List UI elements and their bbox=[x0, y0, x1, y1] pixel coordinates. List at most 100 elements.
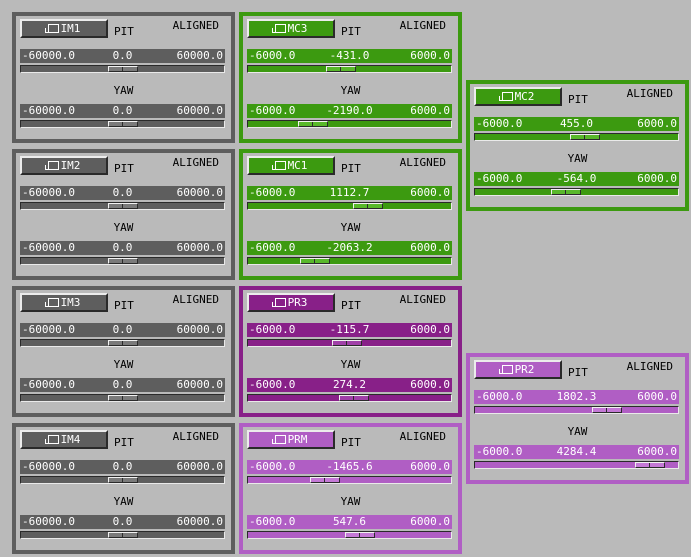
yaw-label: YAW bbox=[113, 221, 134, 234]
yaw-label: YAW bbox=[340, 84, 361, 97]
status-label: ALIGNED bbox=[399, 156, 446, 169]
optic-button[interactable]: IM1 bbox=[20, 19, 108, 38]
pitch-slider[interactable] bbox=[247, 65, 452, 73]
pitch-value: 1802.3 bbox=[556, 390, 597, 403]
optic-name: PR3 bbox=[287, 296, 308, 309]
yaw-value: -2063.2 bbox=[326, 241, 373, 254]
yaw-value: 274.2 bbox=[332, 378, 367, 391]
optic-button[interactable]: MC1 bbox=[247, 156, 335, 175]
pitch-slider[interactable] bbox=[20, 476, 225, 484]
yaw-label: YAW bbox=[113, 495, 134, 508]
pitch-value: 455.0 bbox=[559, 117, 594, 130]
optic-button[interactable]: PR3 bbox=[247, 293, 335, 312]
pitch-slider-thumb[interactable] bbox=[108, 203, 138, 209]
optic-name: PRM bbox=[287, 433, 308, 446]
yaw-label: YAW bbox=[567, 152, 588, 165]
window-icon bbox=[44, 161, 59, 170]
yaw-slider-thumb[interactable] bbox=[108, 258, 138, 264]
pitch-min: -6000.0 bbox=[249, 460, 296, 473]
yaw-readout: -60000.0 0.0 60000.0 bbox=[20, 104, 225, 118]
status-label: ALIGNED bbox=[172, 19, 219, 32]
pitch-max: 60000.0 bbox=[176, 186, 223, 199]
yaw-slider-thumb[interactable] bbox=[298, 121, 328, 127]
pitch-slider[interactable] bbox=[20, 65, 225, 73]
pitch-slider[interactable] bbox=[247, 476, 452, 484]
optic-button[interactable]: IM3 bbox=[20, 293, 108, 312]
optic-button[interactable]: PRM bbox=[247, 430, 335, 449]
pitch-slider-thumb[interactable] bbox=[310, 477, 340, 483]
optic-panel-im2: IM2 PIT ALIGNED -60000.0 0.0 60000.0 YAW… bbox=[12, 149, 235, 280]
pitch-label: PIT bbox=[341, 25, 361, 38]
pitch-max: 6000.0 bbox=[410, 460, 450, 473]
pitch-value: -1465.6 bbox=[326, 460, 373, 473]
yaw-slider[interactable] bbox=[20, 394, 225, 402]
status-label: ALIGNED bbox=[172, 430, 219, 443]
yaw-slider-thumb[interactable] bbox=[635, 462, 665, 468]
pitch-value: -115.7 bbox=[329, 323, 370, 336]
pitch-label: PIT bbox=[341, 299, 361, 312]
pitch-slider-thumb[interactable] bbox=[108, 66, 138, 72]
yaw-slider[interactable] bbox=[20, 531, 225, 539]
optic-button[interactable]: MC3 bbox=[247, 19, 335, 38]
optic-panel-im3: IM3 PIT ALIGNED -60000.0 0.0 60000.0 YAW… bbox=[12, 286, 235, 417]
yaw-slider[interactable] bbox=[20, 120, 225, 128]
panel-header: IM4 PIT ALIGNED bbox=[16, 427, 231, 455]
optic-button[interactable]: PR2 bbox=[474, 360, 562, 379]
pitch-slider[interactable] bbox=[20, 202, 225, 210]
yaw-slider-thumb[interactable] bbox=[345, 532, 375, 538]
pitch-slider-thumb[interactable] bbox=[592, 407, 622, 413]
status-label: ALIGNED bbox=[172, 293, 219, 306]
pitch-slider[interactable] bbox=[247, 202, 452, 210]
window-icon bbox=[498, 365, 513, 374]
pitch-slider-thumb[interactable] bbox=[326, 66, 356, 72]
yaw-slider[interactable] bbox=[247, 531, 452, 539]
pitch-readout: -60000.0 0.0 60000.0 bbox=[20, 460, 225, 474]
yaw-min: -6000.0 bbox=[249, 378, 296, 391]
yaw-slider[interactable] bbox=[247, 120, 452, 128]
pitch-label: PIT bbox=[341, 436, 361, 449]
pitch-slider[interactable] bbox=[247, 339, 452, 347]
yaw-value: 0.0 bbox=[112, 515, 133, 528]
pitch-readout: -6000.0 1802.3 6000.0 bbox=[474, 390, 679, 404]
status-label: ALIGNED bbox=[399, 293, 446, 306]
status-label: ALIGNED bbox=[399, 430, 446, 443]
optic-button[interactable]: IM4 bbox=[20, 430, 108, 449]
yaw-slider[interactable] bbox=[20, 257, 225, 265]
pitch-slider-thumb[interactable] bbox=[108, 340, 138, 346]
yaw-slider[interactable] bbox=[247, 394, 452, 402]
window-icon bbox=[271, 161, 286, 170]
pitch-slider-thumb[interactable] bbox=[570, 134, 600, 140]
yaw-slider-thumb[interactable] bbox=[339, 395, 369, 401]
pitch-readout: -6000.0 1112.7 6000.0 bbox=[247, 186, 452, 200]
pitch-slider-thumb[interactable] bbox=[353, 203, 383, 209]
pitch-label: PIT bbox=[568, 366, 588, 379]
pitch-value: 0.0 bbox=[112, 323, 133, 336]
optic-button[interactable]: MC2 bbox=[474, 87, 562, 106]
optic-panel-mc1: MC1 PIT ALIGNED -6000.0 1112.7 6000.0 YA… bbox=[239, 149, 462, 280]
yaw-slider-thumb[interactable] bbox=[551, 189, 581, 195]
optic-button[interactable]: IM2 bbox=[20, 156, 108, 175]
yaw-readout: -6000.0 4284.4 6000.0 bbox=[474, 445, 679, 459]
yaw-slider-thumb[interactable] bbox=[300, 258, 330, 264]
yaw-slider-thumb[interactable] bbox=[108, 395, 138, 401]
yaw-max: 60000.0 bbox=[176, 104, 223, 117]
yaw-max: 6000.0 bbox=[410, 515, 450, 528]
optic-name: IM1 bbox=[60, 22, 81, 35]
pitch-readout: -6000.0 -431.0 6000.0 bbox=[247, 49, 452, 63]
yaw-slider-thumb[interactable] bbox=[108, 532, 138, 538]
yaw-slider[interactable] bbox=[247, 257, 452, 265]
pitch-label: PIT bbox=[341, 162, 361, 175]
yaw-min: -6000.0 bbox=[476, 172, 523, 185]
pitch-slider[interactable] bbox=[474, 406, 679, 414]
pitch-slider-thumb[interactable] bbox=[332, 340, 362, 346]
optic-name: IM2 bbox=[60, 159, 81, 172]
yaw-readout: -6000.0 -2190.0 6000.0 bbox=[247, 104, 452, 118]
pitch-slider[interactable] bbox=[474, 133, 679, 141]
yaw-slider-thumb[interactable] bbox=[108, 121, 138, 127]
yaw-slider[interactable] bbox=[474, 461, 679, 469]
pitch-slider[interactable] bbox=[20, 339, 225, 347]
yaw-slider[interactable] bbox=[474, 188, 679, 196]
pitch-slider-thumb[interactable] bbox=[108, 477, 138, 483]
status-label: ALIGNED bbox=[626, 87, 673, 100]
yaw-readout: -60000.0 0.0 60000.0 bbox=[20, 515, 225, 529]
